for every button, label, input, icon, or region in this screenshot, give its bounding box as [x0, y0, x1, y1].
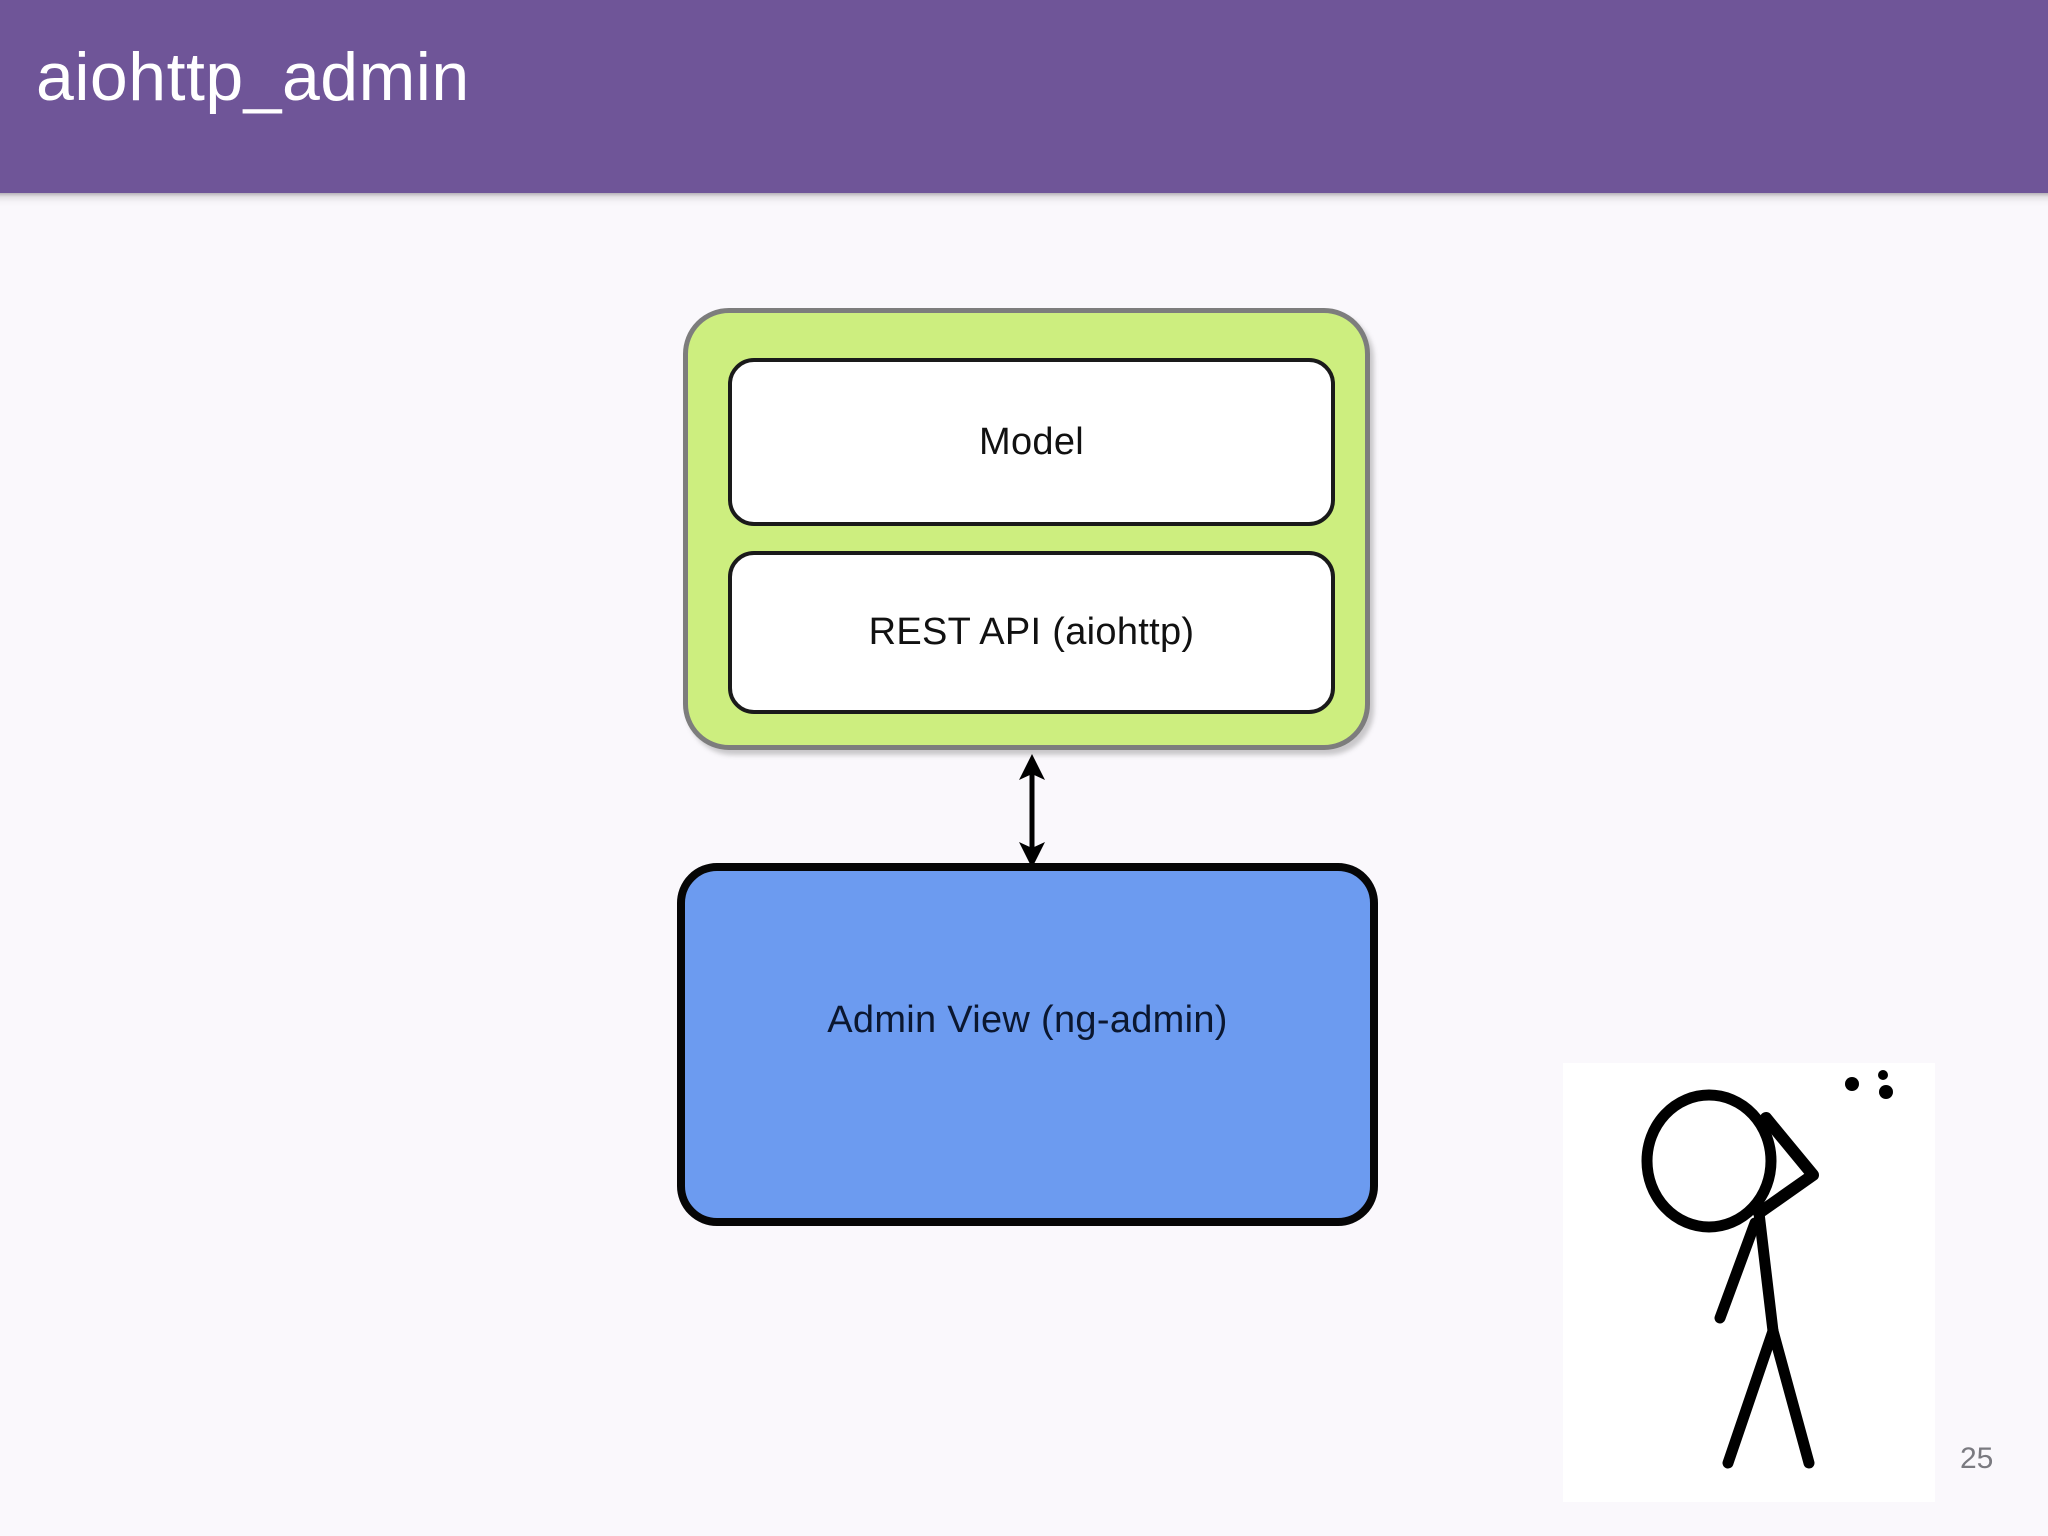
model-box: Model	[728, 358, 1335, 526]
rest-api-box: REST API (aiohttp)	[728, 551, 1335, 714]
stick-figure-image	[1563, 1063, 1935, 1502]
title-banner	[0, 0, 2048, 193]
rest-api-box-label: REST API (aiohttp)	[868, 611, 1195, 653]
title-banner-shadow	[0, 193, 2048, 207]
stick-figure-thinking-icon	[1641, 1070, 1893, 1469]
admin-view-box-label: Admin View (ng-admin)	[827, 999, 1228, 1041]
page-number: 25	[1960, 1442, 1994, 1475]
double-headed-arrow-icon	[1019, 754, 1045, 868]
page-title: aiohttp_admin	[36, 39, 470, 115]
model-box-label: Model	[979, 420, 1084, 463]
server-side-group: Model REST API (aiohttp)	[683, 308, 1370, 750]
thinking-dots-icon	[1845, 1070, 1893, 1099]
admin-view-box: Admin View (ng-admin)	[677, 863, 1378, 1226]
